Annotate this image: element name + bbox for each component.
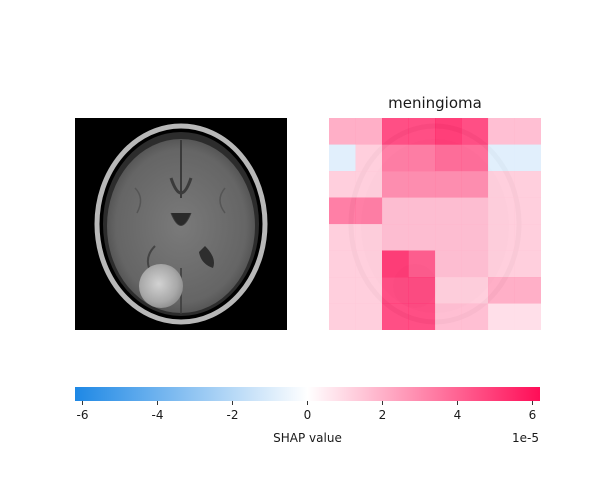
heatmap-cell	[408, 171, 436, 198]
colorbar-tick-label: 0	[304, 408, 312, 422]
tumor-region	[139, 264, 183, 308]
colorbar-gradient	[75, 387, 540, 401]
heatmap-cell	[488, 303, 515, 331]
heatmap-cell	[355, 250, 383, 278]
shap-heatmap	[329, 118, 542, 331]
heatmap-cell	[382, 303, 409, 331]
heatmap-cell	[355, 118, 383, 145]
mri-input-image	[75, 118, 287, 330]
heatmap-cell	[488, 197, 515, 225]
heatmap-cell	[461, 224, 489, 251]
heatmap-cell	[514, 224, 542, 251]
heatmap-cell	[355, 224, 383, 251]
heatmap-cell	[435, 171, 462, 198]
heatmap-cell	[329, 144, 356, 172]
heatmap-cell	[355, 144, 383, 172]
heatmap-cell	[514, 197, 542, 225]
shap-heatmap-panel	[329, 118, 542, 331]
heatmap-cell	[461, 250, 489, 278]
heatmap-cell	[461, 171, 489, 198]
colorbar-offset-text: 1e-5	[512, 431, 539, 445]
heatmap-cell	[329, 171, 356, 198]
heatmap-cell	[382, 171, 409, 198]
heatmap-cell	[488, 277, 515, 304]
heatmap-cell	[514, 303, 542, 331]
heatmap-cell	[435, 277, 462, 304]
colorbar-tick-label: -6	[77, 408, 89, 422]
heatmap-cell	[329, 118, 356, 145]
heatmap-cell	[329, 277, 356, 304]
colorbar-tick-label: -4	[152, 408, 164, 422]
heatmap-cell	[514, 118, 542, 145]
heatmap-cell	[355, 197, 383, 225]
heatmap-cell	[435, 224, 462, 251]
heatmap-cell	[408, 303, 436, 331]
heatmap-cell	[382, 118, 409, 145]
heatmap-cell	[329, 250, 356, 278]
heatmap-cell	[382, 224, 409, 251]
heatmap-cell	[382, 144, 409, 172]
heatmap-cell	[382, 277, 409, 304]
heatmap-cell	[408, 250, 436, 278]
heatmap-cell	[355, 277, 383, 304]
heatmap-cell	[488, 224, 515, 251]
heatmap-cell	[329, 303, 356, 331]
heatmap-cell	[408, 118, 436, 145]
heatmap-cell	[514, 277, 542, 304]
mri-scan	[75, 118, 287, 330]
chart-title: meningioma	[388, 94, 482, 112]
heatmap-cell	[408, 277, 436, 304]
colorbar-tick-label: -2	[227, 408, 239, 422]
colorbar-tick-label: 4	[454, 408, 462, 422]
heatmap-cell	[355, 303, 383, 331]
heatmap-cell	[435, 118, 462, 145]
heatmap-cell	[435, 303, 462, 331]
heatmap-cell	[514, 250, 542, 278]
heatmap-cell	[408, 144, 436, 172]
heatmap-cell	[382, 197, 409, 225]
heatmap-cell	[461, 303, 489, 331]
colorbar-tick-label: 6	[529, 408, 537, 422]
heatmap-cell	[461, 277, 489, 304]
heatmap-cell	[408, 197, 436, 225]
heatmap-cell	[355, 171, 383, 198]
heatmap-cell	[382, 250, 409, 278]
heatmap-cell	[488, 144, 515, 172]
heatmap-cell	[514, 171, 542, 198]
heatmap-cell	[514, 144, 542, 172]
heatmap-cell	[461, 197, 489, 225]
heatmap-cell	[408, 224, 436, 251]
heatmap-cell	[488, 250, 515, 278]
heatmap-cell	[435, 197, 462, 225]
heatmap-cell	[435, 144, 462, 172]
heatmap-cell	[488, 171, 515, 198]
colorbar-label: SHAP value	[273, 431, 342, 445]
heatmap-cell	[461, 118, 489, 145]
heatmap-cell	[329, 224, 356, 251]
heatmap-cell	[435, 250, 462, 278]
colorbar-tick-label: 2	[379, 408, 387, 422]
heatmap-cell	[461, 144, 489, 172]
heatmap-cell	[488, 118, 515, 145]
heatmap-cell	[329, 197, 356, 225]
